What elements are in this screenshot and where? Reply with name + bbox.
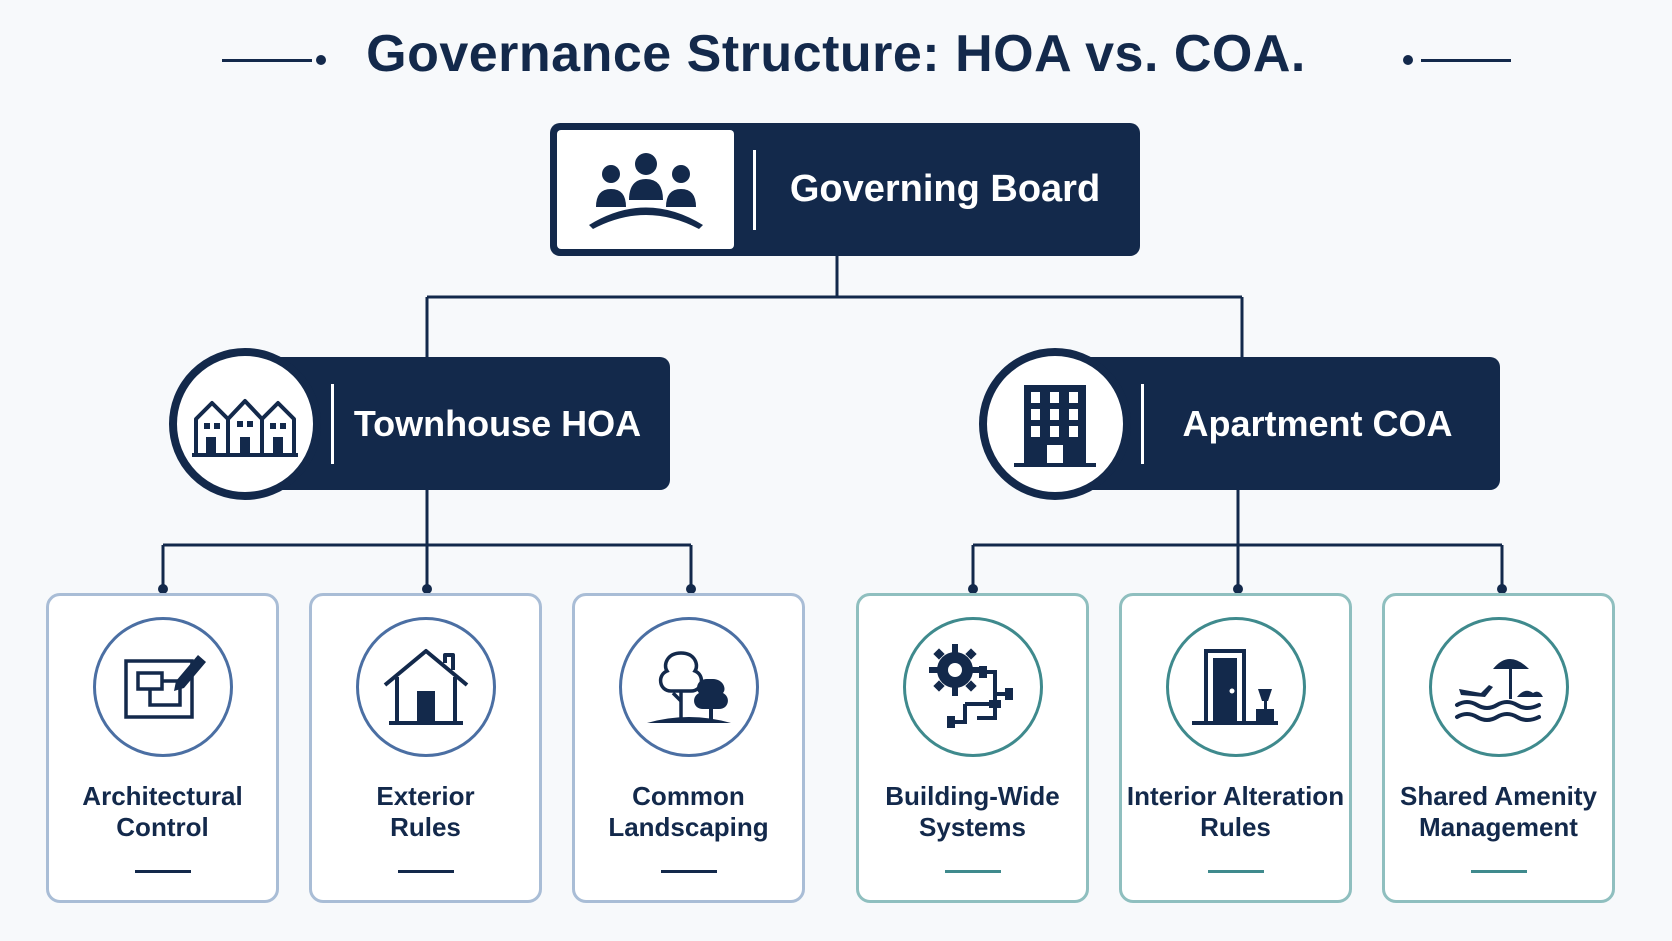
card-label-line2: Landscaping [608, 812, 769, 842]
card-label-line1: Common [632, 781, 745, 811]
hoa-separator [331, 384, 334, 464]
card-underline [134, 870, 191, 873]
card-label-line2: Control [116, 812, 209, 842]
card-label-line2: Management [1419, 812, 1578, 842]
card-architectural-control: Architectural Control [46, 593, 279, 903]
door-lamp-icon [1165, 617, 1306, 757]
card-label-line1: Shared Amenity [1400, 781, 1597, 811]
townhouses-icon [169, 348, 321, 500]
card-underline [1470, 870, 1527, 873]
card-label-line1: Architectural [82, 781, 243, 811]
card-label-line2: Systems [919, 812, 1026, 842]
coa-separator [1141, 384, 1144, 464]
board-separator [753, 150, 756, 230]
coa-label: Apartment COA [1182, 402, 1453, 444]
board-label: Governing Board [789, 168, 1101, 210]
house-icon [355, 617, 496, 757]
card-interior-alteration-rules: Interior Alteration Rules [1119, 593, 1352, 903]
governing-board-node: Governing Board [550, 123, 1140, 256]
card-label-line2: Rules [390, 812, 461, 842]
pool-umbrella-icon [1428, 617, 1569, 757]
page-title: Governance Structure: HOA vs. COA. [366, 25, 1306, 83]
card-underline [397, 870, 454, 873]
meeting-table-icon [557, 130, 734, 249]
card-common-landscaping: Common Landscaping [572, 593, 805, 903]
hoa-label: Townhouse HOA [353, 402, 642, 444]
apartment-building-icon [979, 348, 1131, 500]
card-label-line2: Rules [1200, 812, 1271, 842]
card-exterior-rules: Exterior Rules [309, 593, 542, 903]
card-label-line1: Building-Wide [885, 781, 1060, 811]
gear-pipes-icon [902, 617, 1043, 757]
apartment-coa-node: Apartment COA [979, 348, 1500, 500]
card-shared-amenity-management: Shared Amenity Management [1382, 593, 1615, 903]
card-building-wide-systems: Building-Wide Systems [856, 593, 1089, 903]
blueprint-pencil-icon [92, 617, 233, 757]
card-underline [660, 870, 717, 873]
card-underline [1207, 870, 1264, 873]
card-underline [944, 870, 1001, 873]
trees-icon [618, 617, 759, 757]
card-label-line1: Exterior [376, 781, 475, 811]
card-label-line1: Interior Alteration [1126, 781, 1345, 811]
townhouse-hoa-node: Townhouse HOA [169, 348, 670, 500]
